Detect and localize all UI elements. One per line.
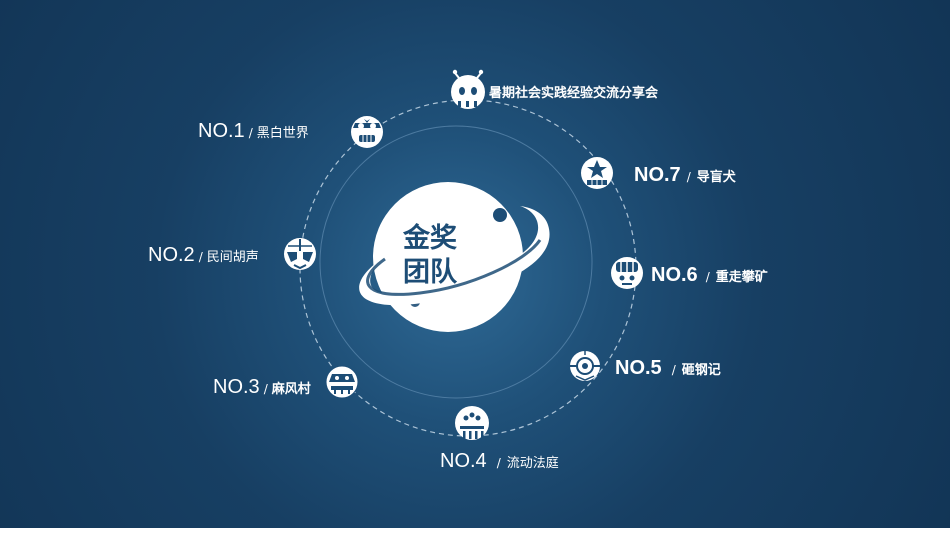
stormtrooper-icon [284,238,316,270]
droid-icon [570,351,600,381]
label-no1-name: 黑白世界 [256,126,309,141]
inner-ring [319,125,593,399]
label-no6-number: NO.6 [651,264,698,286]
grill-robot-icon [611,257,643,289]
label-no4-number: NO.4 [440,450,487,472]
label-no3-name: 麻风村 [271,382,311,397]
label-no5-name: 砸钢记 [681,363,721,378]
label-no6-name: 重走攀矿 [715,270,768,285]
label-no5-sep: / [671,363,676,377]
label-no2-number: NO.2 [148,244,195,266]
walker-robot-icon [325,365,359,399]
label-no6-sep: / [705,270,710,284]
label-no6: NO.6 / 重走攀矿 [651,265,768,285]
octopus-icon [455,406,489,440]
label-no7-name: 导盲犬 [696,170,736,185]
label-no7-number: NO.7 [634,164,681,186]
label-no4-sep: / [496,456,501,470]
label-no7-sep: / [686,170,691,184]
center-title-line2: 团队 [403,257,457,288]
label-no1: NO.1/黑白世界 [198,121,309,141]
label-no3: NO.3/麻风村 [213,377,311,397]
label-no3-number: NO.3 [213,376,260,398]
pilot-robot-icon [351,116,383,148]
label-no4-name: 流动法庭 [506,456,559,471]
planet-icon [359,182,550,332]
center-title: 金奖 团队 [380,222,480,290]
label-no2-name: 民间胡声 [206,250,259,265]
label-no5-number: NO.5 [615,357,662,379]
label-no4: NO.4 / 流动法庭 [440,451,559,471]
label-top: 暑期社会实践经验交流分享会 [489,84,658,100]
label-no1-number: NO.1 [198,120,245,142]
label-no2-sep: / [198,250,203,264]
label-no3-sep: / [263,382,268,396]
label-top-name: 暑期社会实践经验交流分享会 [489,86,659,101]
alien-icon [451,69,485,109]
label-no2: NO.2/民间胡声 [148,245,259,265]
label-no7: NO.7 / 导盲犬 [634,165,736,185]
star-robot-icon [581,157,613,189]
label-no1-sep: / [248,126,253,140]
label-no5: NO.5 / 砸钢记 [615,358,721,378]
center-title-line1: 金奖 [403,223,457,254]
